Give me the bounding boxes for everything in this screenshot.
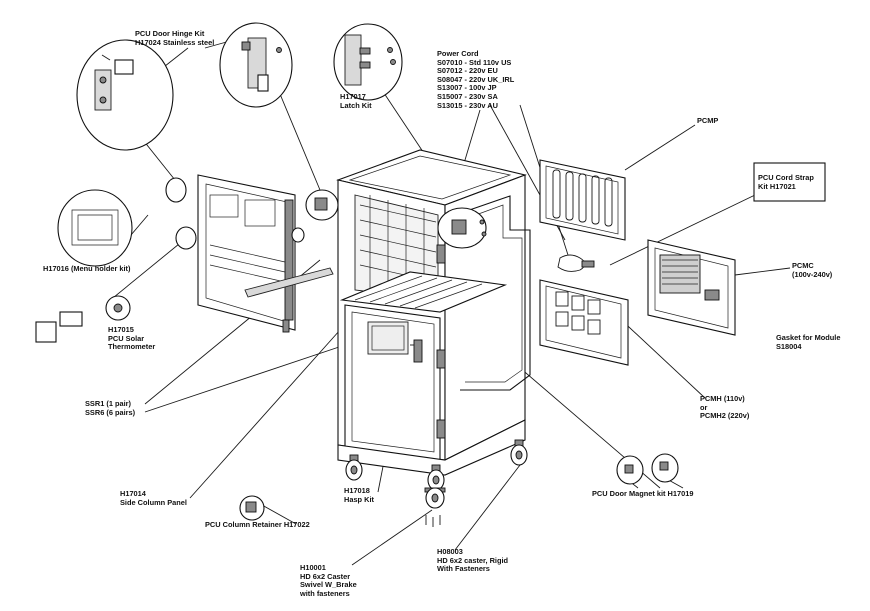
pcmc-module (647, 239, 736, 336)
upper-door (197, 174, 334, 333)
detail-callouts (35, 22, 679, 527)
pcmh-module (539, 279, 629, 366)
label-menu-holder: H17016 (Menu holder kit) (43, 264, 131, 273)
cabinet-casters (345, 439, 528, 491)
pcmp-module (539, 159, 626, 272)
label-pcmp: PCMP (697, 116, 719, 125)
label-ssr: SSR1 (1 pair)SSR6 (6 pairs) (85, 399, 136, 417)
label-column-retainer: PCU Column Retainer H17022 (205, 520, 310, 529)
label-pcmh: PCMH (110v)or PCMH2 (220v) (700, 394, 750, 421)
cord-strap-box (753, 162, 826, 202)
label-pcmc: PCMC(100v-240v) (792, 261, 833, 279)
pcu-cabinet (336, 149, 531, 491)
label-door-magnet: PCU Door Magnet kit H17019 (592, 489, 694, 498)
